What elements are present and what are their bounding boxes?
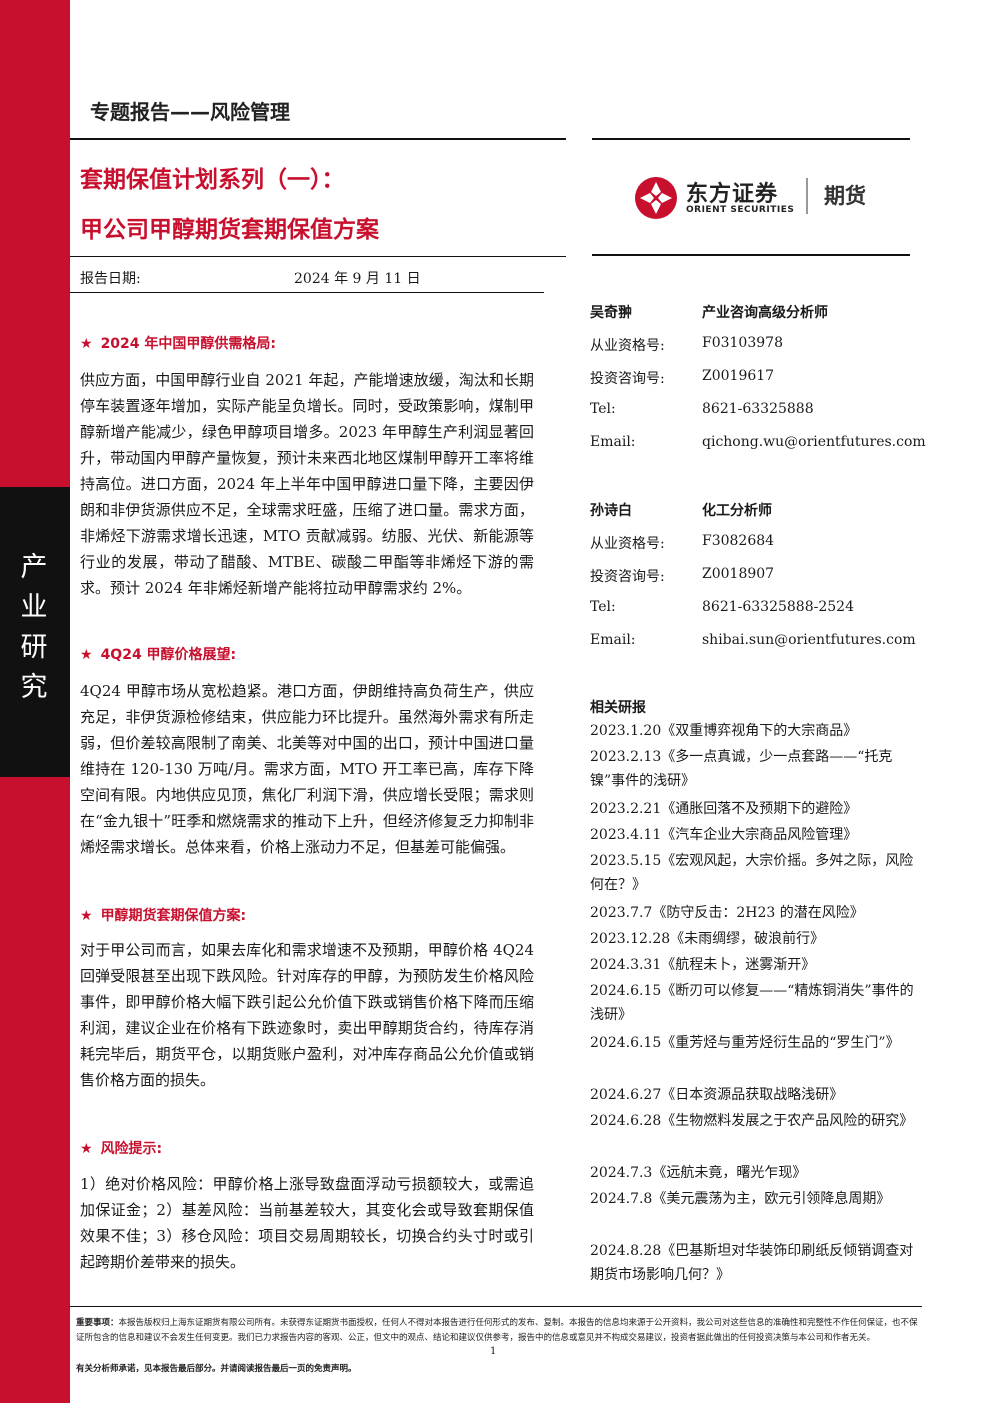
- sidebar-category-block: [0, 487, 70, 777]
- analyst-field-value: Z0019617: [702, 368, 775, 384]
- section-body: 1）绝对价格风险：甲醇价格上涨导致盘面浮动亏损额较大，或需追加保证金；2）基差风…: [80, 1175, 534, 1271]
- disclaimer-notice: 有关分析师承诺，见本报告最后部分。并请阅读报告最后一页的免责声明。: [76, 1364, 357, 1374]
- related-report-link[interactable]: 2024.6.15《断刃可以修复——“精炼铜消失”事件的浅研》: [590, 983, 914, 1023]
- related-report-link[interactable]: 2024.7.8《美元震荡为主，欧元引领降息周期》: [590, 1191, 891, 1207]
- analyst-field-label: 从业资格号:: [590, 536, 665, 552]
- company-logo: 东方证券 ORIENT SECURITIES 期货: [634, 176, 914, 224]
- analyst-field-label: Tel:: [590, 599, 616, 615]
- analyst-title: 产业咨询高级分析师: [702, 305, 828, 321]
- divider: [70, 1306, 922, 1307]
- analyst-field-value: F03103978: [702, 335, 783, 351]
- analyst-name: 孙诗白: [590, 503, 632, 519]
- related-report-link[interactable]: 2024.3.31《航程未卜，迷雾渐开》: [590, 957, 816, 973]
- star-icon: ★: [80, 908, 93, 924]
- star-icon: ★: [80, 647, 93, 663]
- title-line-1: 套期保值计划系列（一）：: [80, 167, 345, 193]
- related-report-link[interactable]: 2023.5.15《宏观风起，大宗价摇。多舛之际，风险何在？》: [590, 853, 914, 893]
- related-report-link[interactable]: 2023.7.7《防守反击：2H23 的潜在风险》: [590, 905, 864, 921]
- orient-logo-icon: [635, 177, 677, 219]
- report-type: 专题报告——风险管理: [90, 100, 290, 124]
- title-line-2: 甲公司甲醇期货套期保值方案: [80, 217, 379, 243]
- divider: [592, 138, 910, 140]
- section-heading: ★2024 年中国甲醇供需格局:: [80, 336, 276, 352]
- analyst-field-label: 从业资格号:: [590, 338, 665, 354]
- disclaimer: 重要事项：本报告版权归上海东证期货有限公司所有。未获得东证期货书面授权，任何人不…: [76, 1318, 918, 1343]
- related-reports-heading: 相关研报: [590, 700, 646, 716]
- analyst-field-value: 8621-63325888-2524: [702, 599, 854, 615]
- logo-separator: [806, 178, 808, 214]
- report-date-label: 报告日期:: [80, 271, 141, 287]
- analyst-name: 吴奇翀: [590, 305, 632, 321]
- divider: [592, 254, 910, 256]
- page-number: 1: [490, 1346, 497, 1357]
- section-body: 供应方面，中国甲醇行业自 2021 年起，产能增速放缓，淘汰和长期停车装置逐年增…: [80, 371, 534, 597]
- analyst-field-value: 8621-63325888: [702, 401, 814, 417]
- section-body: 4Q24 甲醇市场从宽松趋紧。港口方面，伊朗维持高负荷生产，供应充足，非伊货源检…: [80, 682, 534, 856]
- star-icon: ★: [80, 336, 93, 352]
- analyst-field-label: Email:: [590, 632, 636, 648]
- related-report-link[interactable]: 2023.4.11《汽车企业大宗商品风险管理》: [590, 827, 858, 843]
- related-report-link[interactable]: 2023.1.20《双重博弈视角下的大宗商品》: [590, 723, 858, 739]
- report-date-value: 2024 年 9 月 11 日: [294, 271, 421, 287]
- related-report-link[interactable]: 2023.2.13《多一点真诚，少一点套路——“托克镍”事件的浅研》: [590, 749, 893, 789]
- analyst-title: 化工分析师: [702, 503, 772, 519]
- section-heading: ★风险提示:: [80, 1141, 163, 1157]
- analyst-email-link[interactable]: qichong.wu@orientfutures.com: [702, 434, 926, 450]
- section-heading: ★4Q24 甲醇价格展望:: [80, 647, 237, 663]
- analyst-field-value: Z0018907: [702, 566, 775, 582]
- related-report-link[interactable]: 2023.12.28《未雨绸缪，破浪前行》: [590, 931, 825, 947]
- divider: [70, 292, 544, 293]
- section-body: 对于甲公司而言，如果去库化和需求增速不及预期，甲醇价格 4Q24 回弹受限甚至出…: [80, 941, 534, 1089]
- related-report-link[interactable]: 2024.7.3《远航未竟，曙光乍现》: [590, 1165, 807, 1181]
- divider: [70, 256, 566, 257]
- analyst-field-label: 投资咨询号:: [590, 569, 665, 585]
- logo-cn-text: 东方证券: [686, 182, 779, 207]
- analyst-field-label: 投资咨询号:: [590, 371, 665, 387]
- logo-futures-text: 期货: [824, 184, 866, 208]
- analyst-field-value: F3082684: [702, 533, 775, 549]
- logo-en-text: ORIENT SECURITIES: [686, 205, 795, 215]
- related-report-link[interactable]: 2024.6.27《日本资源品获取战略浅研》: [590, 1087, 844, 1103]
- related-report-link[interactable]: 2024.6.28《生物燃料发展之于农产品风险的研究》: [590, 1113, 914, 1129]
- sidebar-category-label: 产 业 研 究: [20, 552, 50, 703]
- related-report-link[interactable]: 2023.2.21《通胀回落不及预期下的避险》: [590, 801, 858, 817]
- analyst-field-label: Email:: [590, 434, 636, 450]
- star-icon: ★: [80, 1141, 93, 1157]
- section-heading: ★甲醇期货套期保值方案:: [80, 908, 247, 924]
- analyst-field-label: Tel:: [590, 401, 616, 417]
- related-report-link[interactable]: 2024.6.15《重芳烃与重芳烃衍生品的“罗生门”》: [590, 1035, 900, 1051]
- divider: [70, 138, 566, 140]
- analyst-email-link[interactable]: shibai.sun@orientfutures.com: [702, 632, 916, 648]
- related-report-link[interactable]: 2024.8.28《巴基斯坦对华装饰印刷纸反倾销调查对期货市场影响几何？》: [590, 1243, 914, 1283]
